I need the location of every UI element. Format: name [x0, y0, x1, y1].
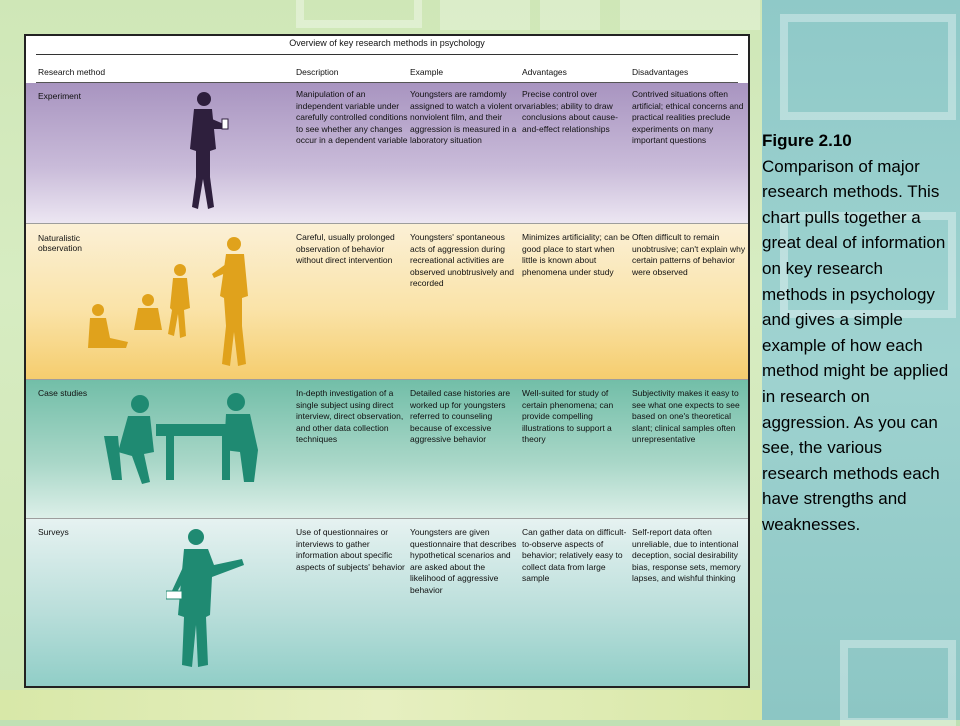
header-example: Example	[410, 67, 444, 77]
row-experiment: Experiment Manipulation of an independen…	[26, 83, 748, 223]
decorative-block	[620, 0, 760, 30]
caption-label: Figure 2.10	[762, 131, 852, 150]
row-divider	[26, 518, 748, 519]
decorative-strip	[0, 690, 762, 720]
decorative-square	[840, 640, 956, 726]
decorative-block	[540, 0, 600, 30]
header-advantages: Advantages	[522, 67, 567, 77]
example-cell: Youngsters' spontaneous acts of aggressi…	[410, 232, 514, 289]
example-cell: Youngsters are ramdomly assigned to watc…	[410, 89, 522, 146]
method-name: Experiment	[38, 91, 81, 101]
header-disadvantages: Disadvantages	[632, 67, 689, 77]
header-description: Description	[296, 67, 339, 77]
figure-title: Overview of key research methods in psyc…	[289, 38, 485, 48]
advantages-cell: Can gather data on difficult-to-observe …	[522, 527, 627, 584]
advantages-cell: Minimizes artificiality; can be good pla…	[522, 232, 630, 277]
row-case-studies: Case studies In-depth investigation of a…	[26, 380, 748, 518]
row-divider	[26, 379, 748, 380]
decorative-square	[780, 212, 956, 318]
header-rule	[36, 82, 738, 83]
decorative-square	[780, 14, 956, 120]
surveyor-figure-icon	[166, 529, 244, 667]
row-divider	[26, 223, 748, 224]
research-methods-figure: Overview of key research methods in psyc…	[24, 34, 750, 688]
row-naturalistic-observation: Naturalistic observation Careful, usuall…	[26, 224, 748, 379]
disadvantages-cell: Subjectivity makes it easy to see what o…	[632, 388, 740, 445]
title-rule	[36, 54, 738, 55]
figure-caption: Figure 2.10 Comparison of major research…	[762, 128, 952, 538]
description-cell: Use of questionnaires or interviews to g…	[296, 527, 405, 572]
description-cell: Careful, usually prolonged observation o…	[296, 232, 395, 266]
method-name: Naturalistic observation	[38, 233, 82, 253]
decorative-block	[440, 0, 530, 30]
experimenter-figure-icon	[190, 92, 229, 209]
method-name: Surveys	[38, 527, 69, 537]
disadvantages-cell: Often difficult to remain unobtrusive; c…	[632, 232, 746, 277]
example-cell: Detailed case histories are worked up fo…	[410, 388, 511, 445]
advantages-cell: Precise control over variables; ability …	[522, 89, 618, 134]
row-surveys: Surveys Use of questionnaires or intervi…	[26, 519, 748, 686]
caption-text: Comparison of major research methods. Th…	[762, 156, 949, 534]
disadvantages-cell: Self-report data often unreliable, due t…	[632, 527, 741, 584]
example-cell: Youngsters are given questionnaire that …	[410, 527, 517, 595]
advantages-cell: Well-suited for study of certain phenome…	[522, 388, 614, 445]
decorative-square	[296, 0, 422, 28]
description-cell: In-depth investigation of a single subje…	[296, 388, 404, 445]
description-cell: Manipulation of an independent variable …	[296, 89, 408, 146]
header-research-method: Research method	[38, 67, 106, 77]
disadvantages-cell: Contrived situations often artificial; e…	[632, 89, 744, 146]
interview-scene-icon	[104, 393, 258, 484]
children-observed-icon	[88, 237, 248, 366]
background-right	[762, 0, 960, 720]
method-name: Case studies	[38, 388, 88, 398]
